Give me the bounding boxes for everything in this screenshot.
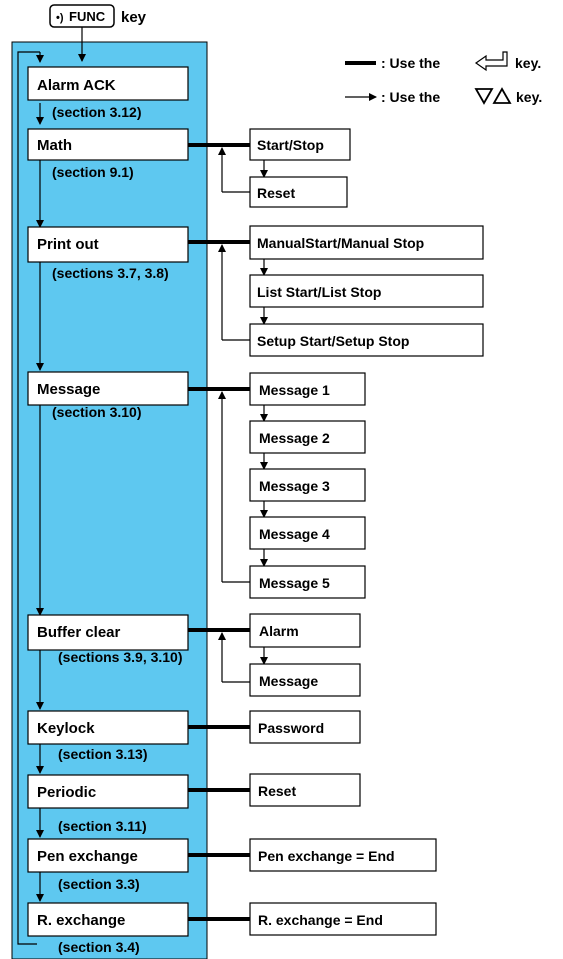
func-key-header: •) FUNC key [49,4,147,62]
math-submenu-start-stop[interactable]: Start/Stop [249,128,351,161]
legend-enter-suffix: key. [515,55,541,71]
submenu-label: Message 2 [259,430,330,446]
submenu-label: Pen exchange = End [258,848,395,864]
submenu-label: Message [259,673,318,689]
periodic-submenu-reset[interactable]: Reset [249,773,361,807]
legend-arrow-suffix: key. [516,89,542,105]
menu-item-print-out[interactable]: Print out (sections 3.7, 3.8) [27,226,189,281]
print-submenu-list[interactable]: List Start/List Stop [249,274,484,308]
print-submenu-setup[interactable]: Setup Start/Setup Stop [249,323,484,357]
menu-section: (section 3.10) [52,404,141,420]
down-triangle-icon [474,88,494,105]
print-out-branch [188,240,268,341]
submenu-label: Setup Start/Setup Stop [257,333,409,349]
menu-item-alarm-ack[interactable]: Alarm ACK (section 3.12) [27,66,189,120]
submenu-label: R. exchange = End [258,912,383,928]
message-submenu-4[interactable]: Message 4 [249,516,366,550]
menu-item-keylock[interactable]: Keylock (section 3.13) [27,710,189,762]
message-submenu-5[interactable]: Message 5 [249,565,366,599]
submenu-label: ManualStart/Manual Stop [257,235,424,251]
legend-arrow-text: : Use the [381,89,440,105]
submenu-label: Alarm [259,623,299,639]
legend-enter-text: : Use the [381,55,440,71]
menu-item-r-exchange[interactable]: R. exchange (section 3.4) [27,902,189,955]
menu-item-buffer-clear[interactable]: Buffer clear (sections 3.9, 3.10) [27,614,189,665]
loop-line [17,51,40,945]
menu-label: Keylock [37,720,95,737]
menu-label: Alarm ACK [37,77,116,94]
submenu-label: Message 5 [259,575,330,591]
menu-section: (section 3.13) [58,746,147,762]
submenu-label: List Start/List Stop [257,284,381,300]
menu-section: (section 3.12) [52,104,141,120]
menu-section: (section 3.4) [58,939,140,955]
submenu-label: Message 3 [259,478,330,494]
menu-label: R. exchange [37,912,125,929]
r-exchange-submenu-end[interactable]: R. exchange = End [249,902,437,936]
menu-label: Print out [37,236,99,253]
up-triangle-icon [492,87,512,104]
submenu-label: Reset [258,783,296,799]
message-submenu-3[interactable]: Message 3 [249,468,366,502]
submenu-label: Password [258,720,324,736]
menu-item-periodic[interactable]: Periodic (section 3.11) [27,774,189,834]
menu-label: Math [37,137,72,154]
menu-item-math[interactable]: Math (section 9.1) [27,128,189,180]
menu-item-pen-exchange[interactable]: Pen exchange (section 3.3) [27,838,189,892]
key-word: key [121,9,147,26]
menu-label: Message [37,381,100,398]
buffer-clear-branch [188,628,268,683]
message-branch [188,387,268,583]
func-key-glyph: •) [56,12,64,24]
keylock-submenu-password[interactable]: Password [249,710,361,744]
menu-label: Pen exchange [37,848,138,865]
menu-section: (section 3.11) [58,818,147,834]
pen-exchange-submenu-end[interactable]: Pen exchange = End [249,838,437,872]
message-submenu-2[interactable]: Message 2 [249,420,366,454]
submenu-label: Message 1 [259,382,330,398]
buffer-submenu-alarm[interactable]: Alarm [249,613,361,648]
math-submenu-reset[interactable]: Reset [249,176,348,208]
func-key-label: FUNC [69,9,106,24]
math-branch [188,143,268,193]
submenu-label: Reset [257,185,295,201]
menu-section: (section 9.1) [52,164,134,180]
menu-label: Periodic [37,784,96,801]
menu-section: (sections 3.7, 3.8) [52,265,169,281]
print-submenu-manual[interactable]: ManualStart/Manual Stop [249,225,484,260]
message-submenu-1[interactable]: Message 1 [249,372,366,406]
menu-label: Buffer clear [37,624,121,641]
menu-section: (sections 3.9, 3.10) [58,649,183,665]
legend: : Use the key. : Use the key. [345,51,542,105]
enter-key-icon [474,51,508,72]
buffer-submenu-message[interactable]: Message [249,663,361,697]
submenu-label: Start/Stop [257,137,324,153]
submenu-label: Message 4 [259,526,330,542]
menu-section: (section 3.3) [58,876,140,892]
